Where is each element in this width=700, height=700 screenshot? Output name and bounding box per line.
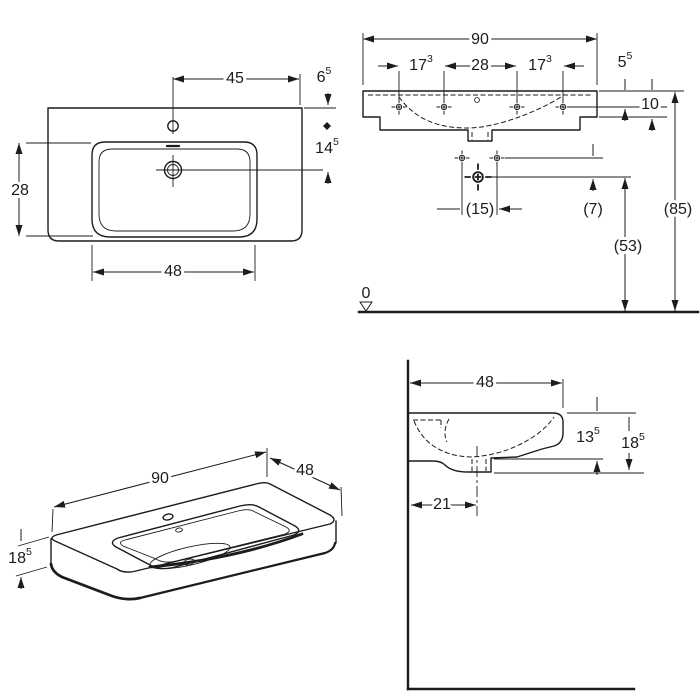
basin-top-face-iso	[51, 482, 335, 573]
bowl-floor-iso	[149, 542, 231, 570]
side-section-view: 48 135 185 21	[406, 359, 645, 691]
dim-label-height-iso: 185	[8, 546, 32, 567]
dim-label-tap-to-drain: 145	[315, 136, 339, 157]
overflow-channel-hidden	[444, 418, 450, 443]
basin-outline-plan	[47, 107, 303, 242]
fixing-hole-marker	[489, 150, 505, 166]
bowl-shadow-edge-iso	[148, 532, 304, 569]
bowl-inner-rim-iso	[120, 509, 290, 563]
isometric-view: 90 48 185	[8, 448, 343, 601]
dim-label-side-hole-right: 173	[528, 53, 552, 74]
tap-hole-iso	[162, 513, 174, 521]
tap-hole-marker	[555, 99, 571, 115]
basin-bottom-edge-front-iso	[138, 541, 337, 600]
drain-hidden-lines	[471, 132, 489, 140]
drain-hole-iso	[183, 558, 195, 566]
front-elevation-view: 90 173 28 173 55 10 (15) (7) (85) (53) 0	[357, 28, 700, 314]
drain-hidden-lines-side	[471, 459, 487, 471]
dim-label-side-hole-left: 173	[409, 53, 433, 74]
dim-line-48-iso	[269, 457, 341, 491]
dim-label-top-to-holes: 55	[618, 50, 633, 71]
dim-label-depth-iso: 48	[296, 462, 314, 479]
dim-label-depth-side: 48	[476, 374, 494, 391]
dim-label-fixing-spacing: (15)	[466, 201, 494, 218]
basin-profile-outline	[407, 412, 564, 473]
dim-label-wall-to-drain: 21	[433, 496, 451, 513]
datum-triangle-icon	[359, 301, 373, 312]
dim-label-rim-height: (85)	[664, 201, 692, 218]
dim-label-length-iso: 90	[151, 470, 169, 487]
dim-label-apron-height: 10	[641, 96, 659, 113]
dim-label-total-width: 90	[471, 31, 489, 48]
overflow-hole-elevation	[474, 97, 480, 103]
datum-zero-label: 0	[362, 285, 371, 302]
fixing-hole-marker	[454, 150, 470, 166]
dim-line-90-iso	[53, 451, 267, 508]
extension-line	[26, 74, 336, 281]
bowl-hidden-contour	[398, 96, 562, 129]
extension-line	[494, 379, 644, 474]
dim-label-front-height: 135	[576, 425, 600, 446]
dim-label-bowl-depth: 28	[11, 182, 29, 199]
drain-centerline	[156, 155, 323, 187]
overflow-hidden-line	[413, 419, 442, 428]
dim-label-tap-to-right-edge: 45	[226, 70, 244, 87]
tap-hole-marker	[391, 99, 407, 115]
reference-diamond-marker	[323, 122, 331, 130]
bowl-inner-rim-plan	[98, 148, 251, 232]
tap-hole-marker	[509, 99, 525, 115]
overflow-hole-iso	[175, 527, 183, 533]
plan-view: 45 65 145 28 48	[8, 65, 339, 283]
basin-outline-elevation	[362, 90, 598, 142]
extension-line	[15, 448, 343, 577]
tap-hole-marker	[436, 99, 452, 115]
bowl-hidden-profile	[413, 416, 555, 458]
bowl-outer-rim-plan	[91, 141, 258, 238]
dim-label-center-holes: 28	[471, 57, 489, 74]
dim-label-bowl-width: 48	[164, 263, 182, 280]
dim-label-total-height-side: 185	[621, 431, 645, 452]
basin-bottom-edge-left-iso	[49, 562, 142, 601]
dim-label-trap-height: (53)	[614, 238, 642, 255]
dim-label-holes-to-trap: (7)	[583, 201, 603, 218]
dim-label-top-edge-to-tap: 65	[317, 65, 332, 86]
